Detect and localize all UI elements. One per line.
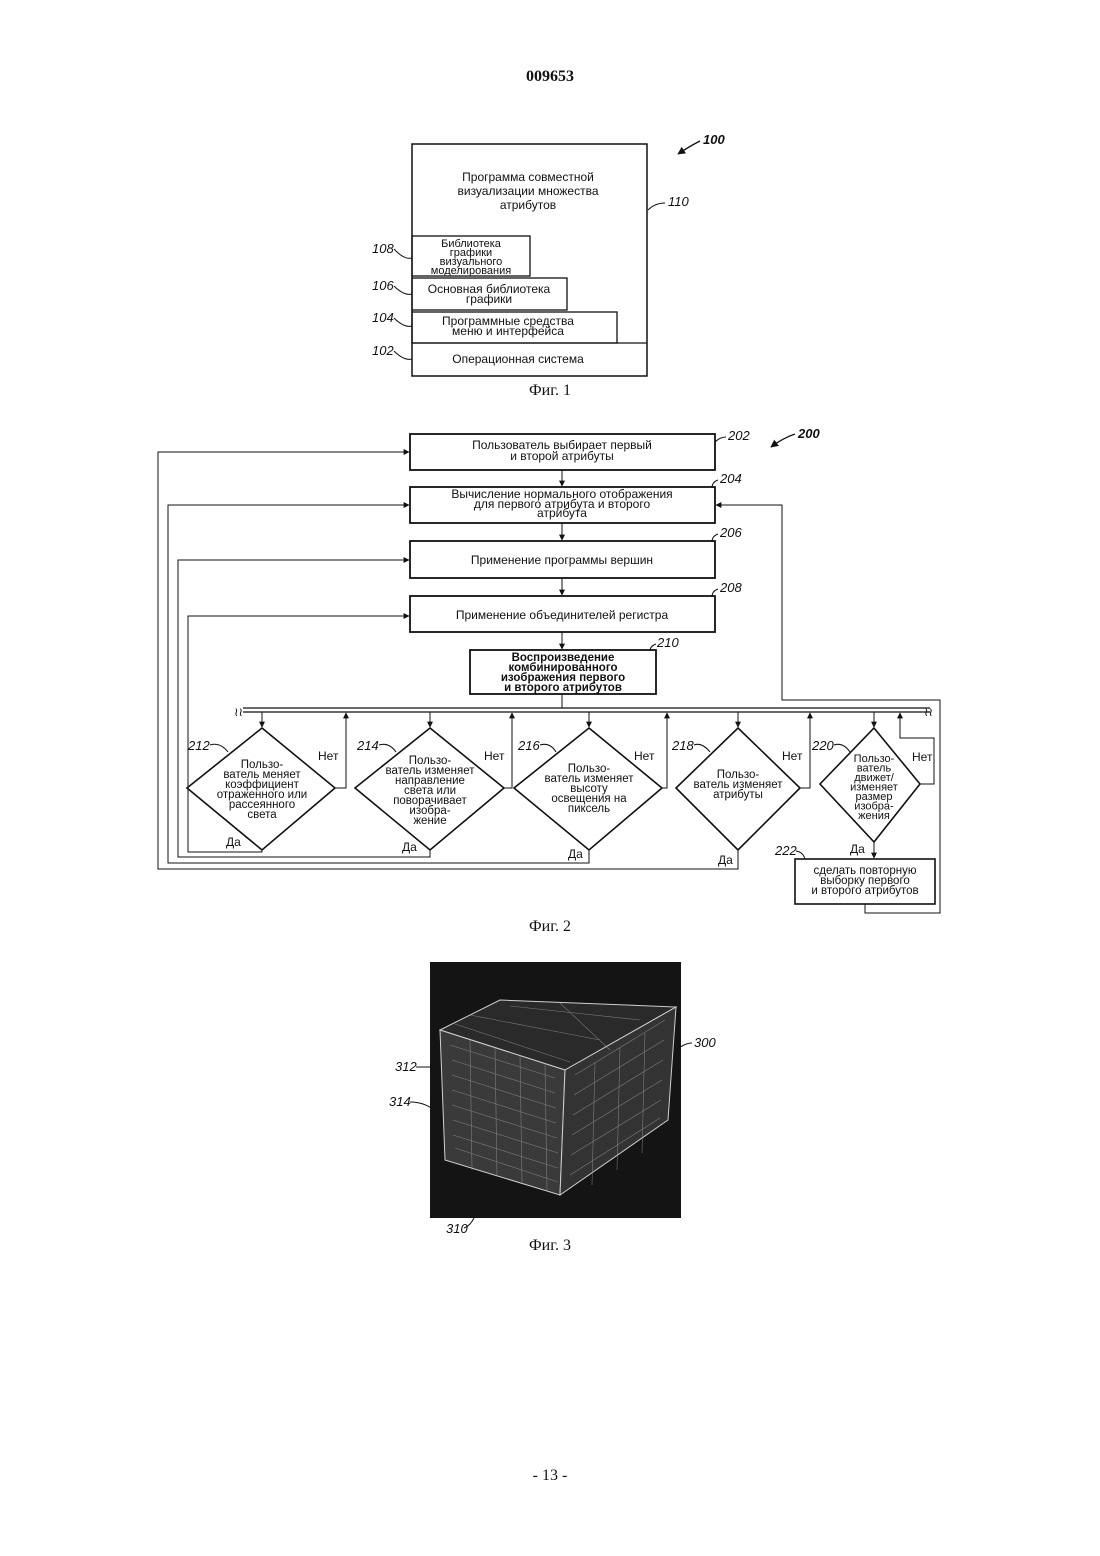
fig2-step-208-text: Применение объединителей регистра	[456, 608, 669, 622]
fig1-layer-106-text: Основная библиотекаграфики	[428, 282, 551, 306]
fig2-ref-200: 200	[797, 426, 820, 441]
fig1-layer-diagram: Программа совместнойвизуализации множест…	[372, 132, 725, 376]
fig2-ref-216: 216	[517, 738, 540, 753]
fig1-ref-106: 106	[372, 278, 394, 293]
page-number: - 13 -	[0, 1467, 1100, 1485]
fig2-ref-214: 214	[356, 738, 379, 753]
fig2-ref-202: 202	[727, 428, 750, 443]
fig2-step-202-text: Пользователь выбирает первыйи второй атр…	[472, 438, 652, 463]
fig2-decision-220-text: Пользо-вательдвижет/изменяетразмеризобра…	[850, 753, 898, 822]
fig2-bus-break-right: ≀≀	[924, 705, 933, 719]
fig2-no-label-214: Нет	[484, 749, 505, 763]
fig3-ref-312: 312	[395, 1059, 417, 1074]
fig3-ref-310: 310	[446, 1221, 468, 1236]
fig3-volume-image	[430, 962, 681, 1218]
fig1-ref-102: 102	[372, 343, 394, 358]
fig2-ref-204: 204	[719, 471, 742, 486]
fig2-no-label-216: Нет	[634, 749, 655, 763]
fig2-step-204-text: Вычисление нормального отображениядля пе…	[451, 487, 672, 520]
fig2-yes-label-214: Да	[402, 840, 417, 854]
fig2-yes-label-218: Да	[718, 853, 733, 867]
fig2-ref-220: 220	[811, 738, 834, 753]
fig2-ref-206: 206	[719, 525, 742, 540]
fig2-ref-208: 208	[719, 580, 742, 595]
fig2-flowchart: Пользователь выбирает первыйи второй атр…	[158, 426, 940, 913]
fig2-no-label-220: Нет	[912, 750, 933, 764]
fig1-layer-102-text: Операционная система	[452, 352, 584, 366]
fig3-caption: Фиг. 3	[450, 1237, 650, 1255]
fig2-yes-label-220: Да	[850, 842, 865, 856]
fig2-yes-label-212: Да	[226, 835, 241, 849]
fig2-step-210-text: Воспроизведениекомбинированногоизображен…	[501, 652, 625, 694]
fig1-ref-100: 100	[703, 132, 725, 147]
fig2-caption: Фиг. 2	[450, 918, 650, 936]
fig1-ref-108: 108	[372, 241, 394, 256]
fig1-caption: Фиг. 1	[450, 382, 650, 400]
fig1-layer-104-text: Программные средстваменю и интерфейса	[442, 314, 574, 338]
fig1-ref-104: 104	[372, 310, 394, 325]
fig2-yes-label-216: Да	[568, 847, 583, 861]
fig2-ref-222: 222	[774, 843, 797, 858]
fig2-no-label-218: Нет	[782, 749, 803, 763]
fig2-step-222-text: сделать повторнуювыборку первогои второг…	[811, 865, 918, 897]
fig1-layer-110-text: Программа совместнойвизуализации множест…	[457, 170, 598, 212]
fig3-ref-314: 314	[389, 1094, 411, 1109]
fig3-ref-300: 300	[694, 1035, 716, 1050]
fig2-ref-212: 212	[187, 738, 210, 753]
fig2-no-label-212: Нет	[318, 749, 339, 763]
fig2-bus-break-left: ≀≀	[234, 705, 243, 719]
fig2-ref-210: 210	[656, 635, 679, 650]
fig1-layer-108-text: Библиотекаграфикивизуальногомоделировани…	[431, 238, 511, 277]
fig2-ref-218: 218	[671, 738, 694, 753]
fig1-ref-110: 110	[668, 194, 689, 209]
fig2-step-206-text: Применение программы вершин	[471, 553, 653, 567]
